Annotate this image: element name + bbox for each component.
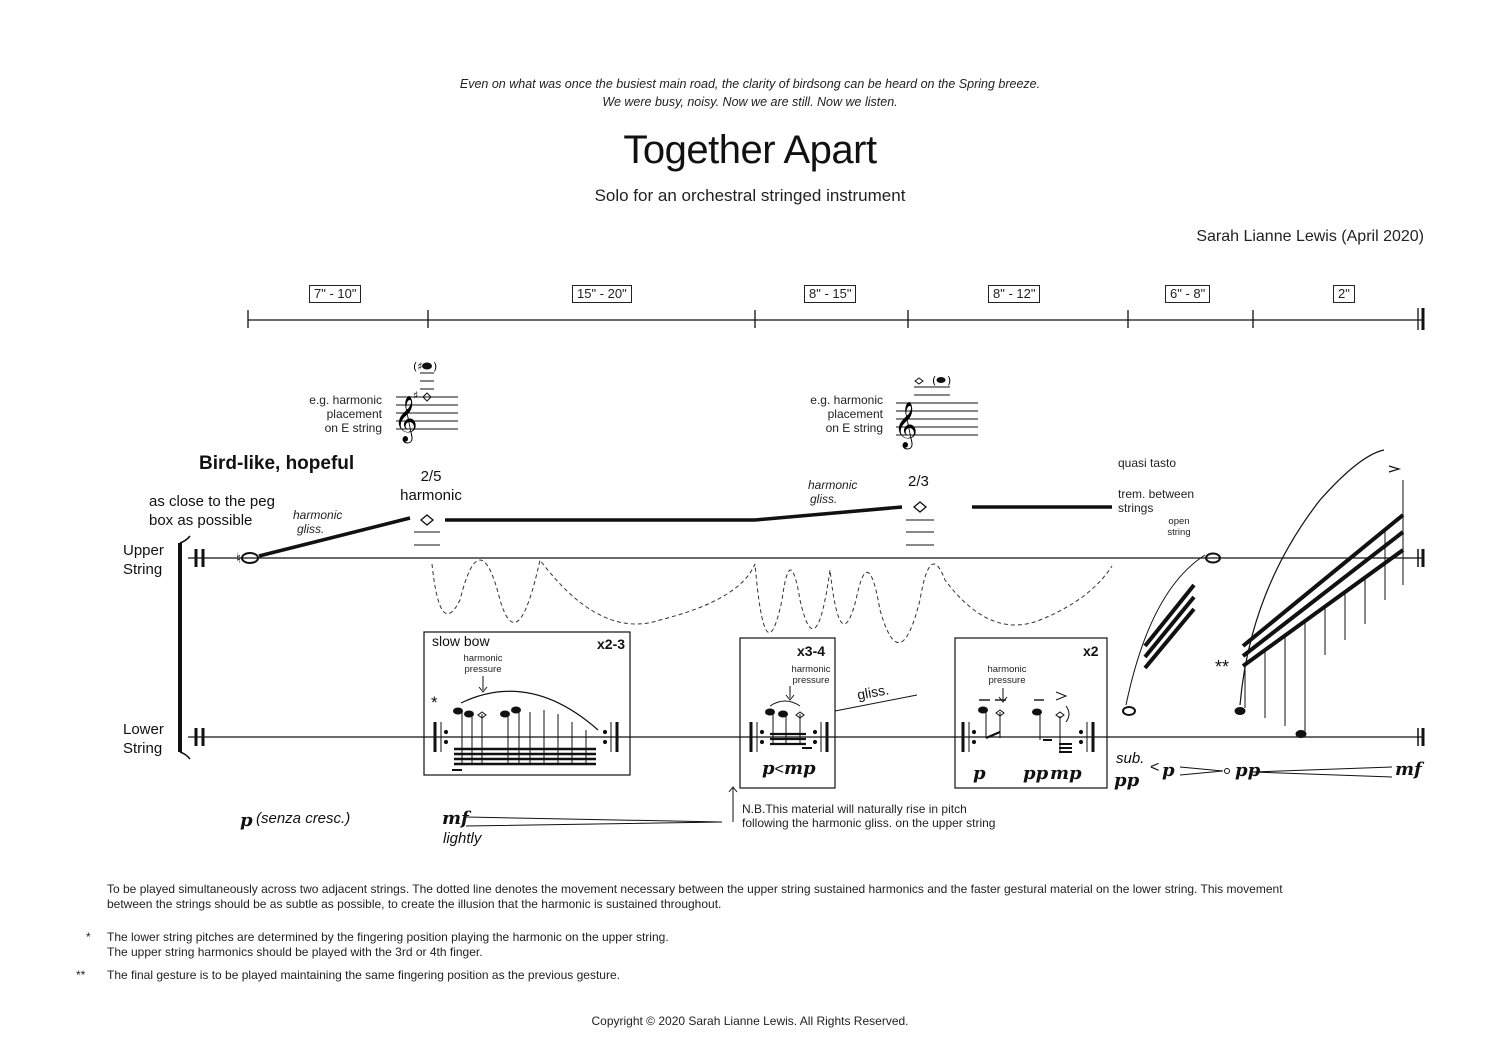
svg-text:♯: ♯: [413, 389, 418, 402]
harmonic-gliss-label-1: harmonic gliss.: [293, 508, 343, 536]
footnote-2-mark: **: [76, 968, 86, 982]
system-bracket: [178, 535, 191, 760]
nb-note: N.B.This material will naturally rise in…: [742, 802, 996, 830]
tempo-marking: Bird-like, hopeful: [199, 453, 355, 474]
sub-label: sub.: [1116, 750, 1145, 767]
duration-box-3: 8" - 15": [804, 285, 857, 303]
dotted-movement-line: [431, 558, 1113, 644]
performance-note: To be played simultaneously across two a…: [107, 882, 1283, 911]
harmonic-pressure-label-2: harmonic pressure: [791, 664, 831, 686]
lightly-label: lightly: [443, 830, 482, 847]
upper-string-label: Upper String: [123, 542, 164, 578]
double-asterisk-mark: **: [1215, 657, 1230, 677]
open-string-label: open string: [1167, 516, 1191, 538]
footnote-1-mark: *: [86, 930, 91, 944]
harmonic-example-label-2: e.g. harmonic placement on E string: [810, 393, 883, 435]
svg-text:(♯: (♯: [413, 360, 423, 373]
dyn-p: p: [240, 810, 253, 831]
svg-text:): ): [433, 360, 437, 373]
duration-box-4: 8" - 12": [988, 285, 1041, 303]
box3-dyn-p: p: [973, 763, 986, 784]
final-dyn-pp-1: pp: [1114, 770, 1140, 791]
final-cresc: <: [1150, 759, 1160, 776]
treble-staff-example-2: [896, 386, 978, 436]
page-subtitle: Solo for an orchestral stringed instrume…: [594, 186, 906, 205]
final-dyn-p: p: [1162, 760, 1175, 781]
epigraph-line-2: We were busy, noisy. Now we are still. N…: [602, 95, 898, 109]
senza-cresc-label: (senza cresc.): [256, 810, 351, 827]
trem-label: trem. between strings: [1118, 487, 1195, 515]
duration-box-2: 15" - 20": [572, 285, 632, 303]
harmonic-pressure-label-1: harmonic pressure: [463, 653, 503, 675]
harmonic-2-5-label: 2/5 harmonic: [400, 468, 462, 504]
repeat-label-1: x2-3: [597, 636, 626, 652]
slow-bow-label: slow bow: [432, 633, 490, 649]
page-title: Together Apart: [623, 128, 877, 172]
footnote-1: The lower string pitches are determined …: [107, 930, 669, 959]
harmonic-2-3-label: 2/3: [908, 473, 929, 490]
box3-dyn-pp: pp: [1023, 763, 1049, 784]
repeat-label-2: x3-4: [797, 643, 826, 659]
copyright: Copyright © 2020 Sarah Lianne Lewis. All…: [591, 1014, 909, 1028]
composer-credit: Sarah Lianne Lewis (April 2020): [1196, 228, 1424, 245]
quasi-tasto-label: quasi tasto: [1118, 456, 1177, 470]
svg-text:♮: ♮: [236, 551, 241, 567]
peg-instruction: as close to the peg box as possible: [149, 493, 275, 529]
duration-box-5: 6" - 8": [1165, 285, 1211, 303]
repeat-label-3: x2: [1083, 643, 1099, 659]
harmonic-example-label-1: e.g. harmonic placement on E string: [309, 393, 382, 435]
harmonic-pressure-label-3: harmonic pressure: [987, 664, 1027, 686]
epigraph-line-1: Even on what was once the busiest main r…: [459, 77, 1041, 91]
box2-dynamics: p<mp: [762, 758, 816, 779]
svg-text:): ): [947, 374, 951, 387]
box3-dyn-mp: mp: [1050, 763, 1082, 784]
duration-box-6: 2": [1333, 285, 1355, 303]
treble-clef-icon: 𝄞: [394, 396, 418, 444]
lower-string-label: Lower String: [123, 721, 164, 757]
timeline: [247, 308, 1425, 330]
footnote-2: The final gesture is to be played mainta…: [107, 968, 620, 982]
duration-box-1: 7" - 10": [309, 285, 362, 303]
svg-text:(: (: [932, 374, 936, 387]
final-dyn-mf: mf: [1395, 759, 1422, 780]
treble-staff-example-1: [396, 372, 458, 430]
harmonic-gliss-label-2: harmonic gliss.: [808, 478, 858, 506]
dyn-mf: mf: [442, 808, 469, 829]
treble-clef-icon: 𝄞: [894, 402, 918, 450]
final-dyn-pp-2: pp: [1235, 760, 1261, 781]
harmonic-gliss-lines: [258, 505, 1112, 558]
asterisk-mark: *: [431, 693, 438, 712]
